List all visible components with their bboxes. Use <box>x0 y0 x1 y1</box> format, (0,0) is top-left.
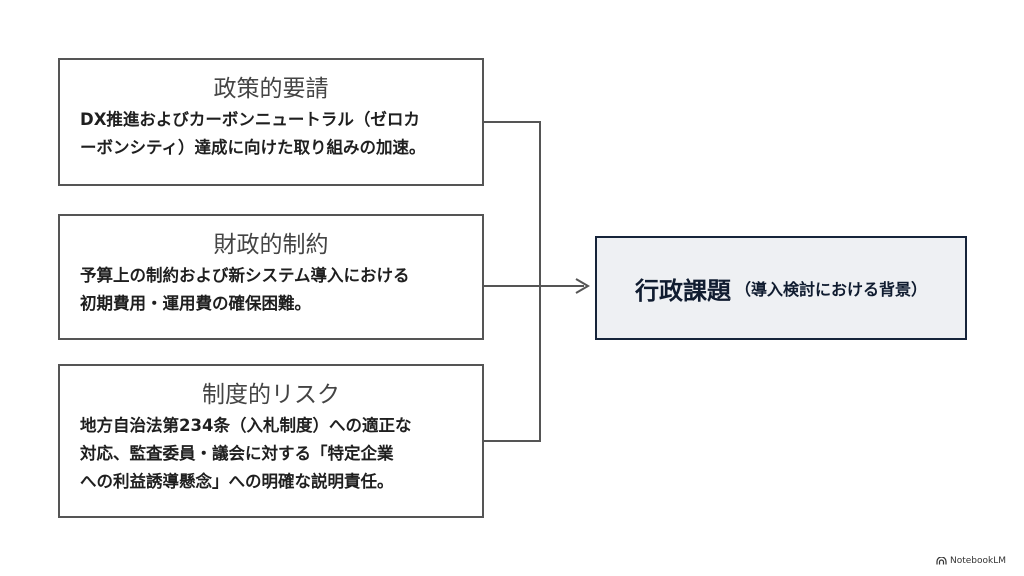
target-title: 行政課題 <box>634 276 731 305</box>
finance-text: 予算上の制約および新システム導入における 初期費用・運用費の確保困難。 <box>80 266 410 313</box>
policy-heading: 政策的要請 <box>213 76 329 102</box>
notebooklm-logo-icon <box>936 557 947 565</box>
policy-box: 政策的要請 DX推進およびカーボンニュートラル（ゼロカ ーボンシティ）達成に向け… <box>58 58 484 186</box>
finance-box: 財政的制約 予算上の制約および新システム導入における 初期費用・運用費の確保困難… <box>58 214 484 340</box>
finance-heading: 財政的制約 <box>213 232 329 258</box>
target-box: 行政課題 （導入検討における背景） <box>595 236 967 340</box>
policy-text: DX推進およびカーボンニュートラル（ゼロカ ーボンシティ）達成に向けた取り組みの… <box>80 110 426 157</box>
arrow-head-icon <box>575 278 590 294</box>
risk-text: 地方自治法第234条（入札制度）への適正な 対応、監査委員・議会に対する「特定企… <box>80 416 412 491</box>
target-subtitle: （導入検討における背景） <box>734 280 927 299</box>
connector-policy <box>484 121 541 286</box>
connector-risk <box>484 286 541 442</box>
risk-box: 制度的リスク 地方自治法第234条（入札制度）への適正な 対応、監査委員・議会に… <box>58 364 484 518</box>
footer-brand: NotebookLM <box>936 556 1006 566</box>
footer-brand-label: NotebookLM <box>949 556 1006 566</box>
risk-heading: 制度的リスク <box>202 382 340 408</box>
